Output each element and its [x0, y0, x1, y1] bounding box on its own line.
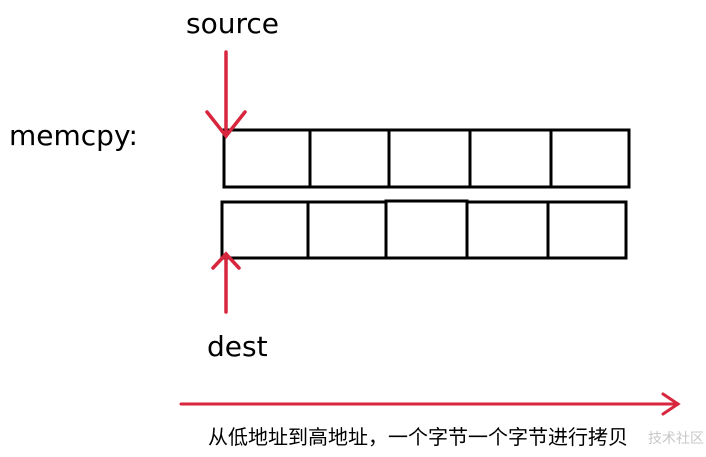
- dest-byte-cell: [384, 199, 469, 260]
- direction-arrow: [179, 392, 681, 416]
- dest-buffer: [220, 199, 628, 260]
- dest-byte-cell: [306, 200, 388, 260]
- dest-byte-cell: [465, 200, 550, 260]
- source-label: source: [186, 7, 279, 40]
- dest-byte-cell: [220, 200, 310, 260]
- source-byte-cell: [468, 128, 553, 189]
- dest-arrow: [211, 251, 241, 314]
- dest-label: dest: [207, 330, 268, 363]
- dest-byte-cell: [546, 200, 628, 260]
- source-byte-cell: [222, 128, 312, 189]
- source-byte-cell: [387, 128, 472, 189]
- function-label: memcpy:: [9, 119, 138, 152]
- source-arrow: [205, 50, 247, 139]
- source-byte-cell: [308, 128, 391, 189]
- watermark-text: 技术社区: [648, 431, 704, 447]
- caption-text: 从低地址到高地址，一个字节一个字节进行拷贝: [208, 425, 628, 449]
- source-byte-cell: [549, 128, 631, 189]
- source-buffer: [222, 128, 631, 189]
